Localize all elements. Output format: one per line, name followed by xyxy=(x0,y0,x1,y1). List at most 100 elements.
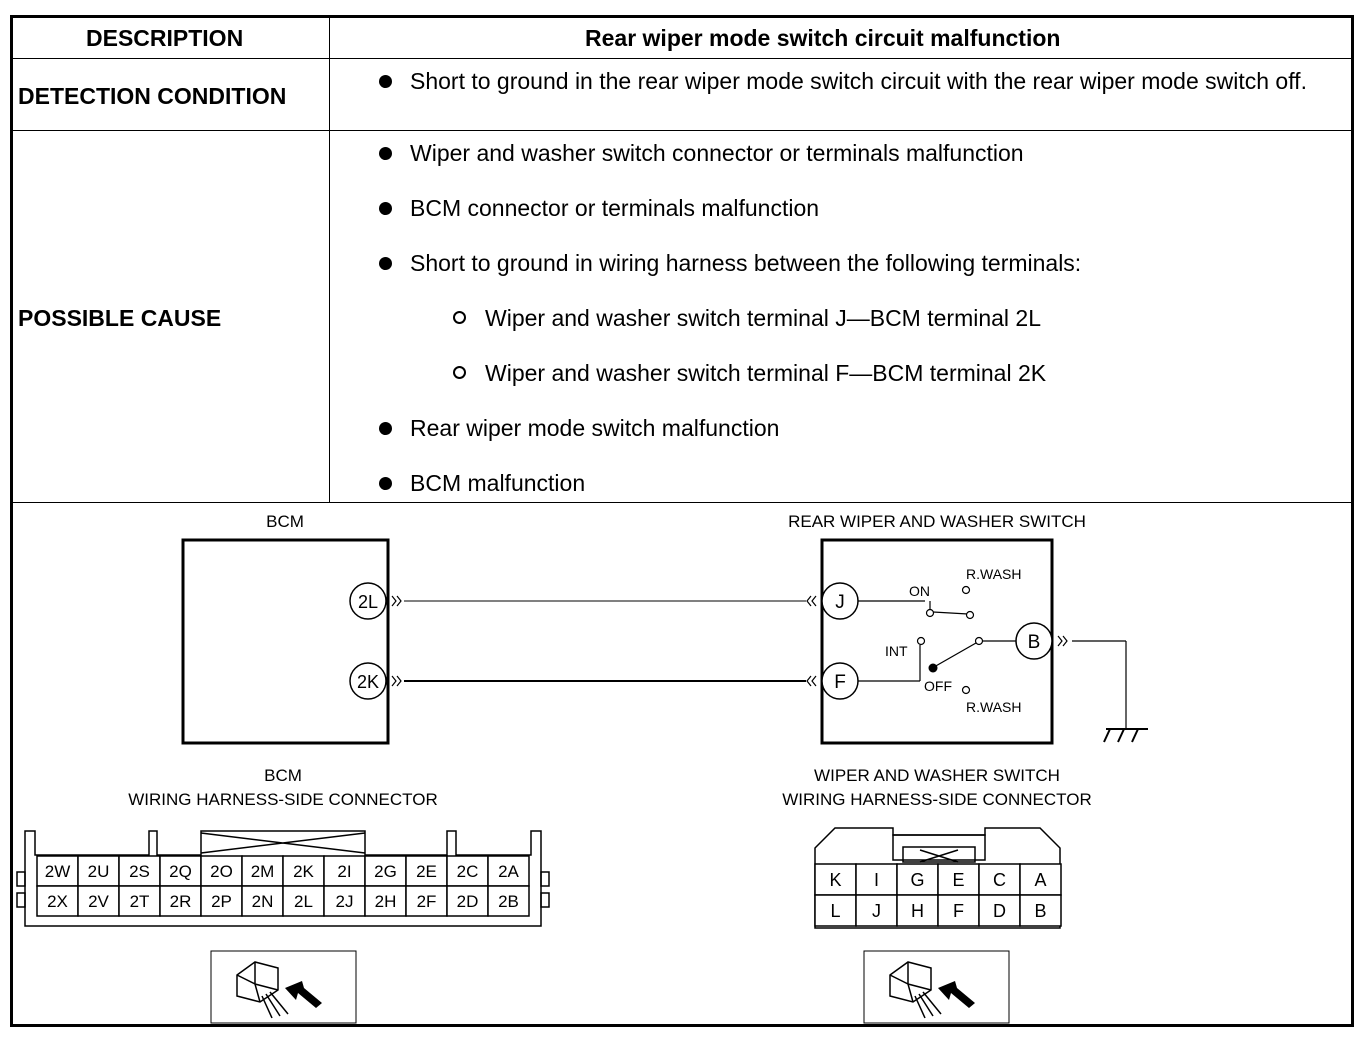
switch-connector-pin-label: A xyxy=(1034,870,1046,890)
connector-chevron-icon xyxy=(391,595,1068,687)
bcm-connector-cell xyxy=(159,885,202,917)
switch-pos-on: ON xyxy=(909,583,930,599)
row-divider xyxy=(12,502,1352,503)
column-divider xyxy=(329,17,330,502)
bcm-connector-pin-label: 2E xyxy=(416,862,437,881)
cause-item: Wiper and washer switch connector or ter… xyxy=(410,140,1024,166)
switch-connector-pin-label: K xyxy=(829,870,841,890)
bcm-connector-pin-label: 2D xyxy=(457,892,479,911)
bcm-terminal-2k xyxy=(349,662,387,700)
description-header: DESCRIPTION xyxy=(86,25,244,51)
bcm-connector-pin-label: 2M xyxy=(251,862,275,881)
bcm-connector-pin-label: 2I xyxy=(337,862,351,881)
switch-connector-cell xyxy=(814,894,857,927)
bcm-connector-pin-label: 2K xyxy=(293,862,314,881)
ground-icon xyxy=(1072,640,1148,743)
switch-connector-title-2: WIRING HARNESS-SIDE CONNECTOR xyxy=(782,790,1092,809)
cause-subitem: Wiper and washer switch terminal F—BCM t… xyxy=(485,360,1047,386)
switch-connector-pin-label: L xyxy=(830,901,840,921)
switch-terminal-f-label: F xyxy=(834,672,846,693)
switch-connector xyxy=(814,827,1061,929)
switch-pos-rwash-top: R.WASH xyxy=(966,566,1021,582)
bcm-connector-cell xyxy=(323,885,366,917)
bullet-icon xyxy=(379,477,392,490)
switch-connector-pin-label: I xyxy=(874,870,879,890)
switch-connector-cell xyxy=(937,894,980,927)
bcm-connector-pin-label: 2L xyxy=(294,892,313,911)
bcm-connector-grid: 2W 2U 2S 2Q 2O 2M 2K 2I 2G 2E 2C 2A 2X 2V 2T 2R 2P 2N 2L 2J… xyxy=(36,855,530,917)
connector-probe-icon xyxy=(863,950,1010,1024)
switch-connector-cell xyxy=(855,894,898,927)
bcm-connector-pin-label: 2P xyxy=(211,892,232,911)
bcm-connector-pin-label: 2N xyxy=(252,892,274,911)
switch-connector-cell xyxy=(1019,894,1062,927)
bullet-icon xyxy=(379,147,392,160)
possible-cause-label: POSSIBLE CAUSE xyxy=(18,305,222,331)
malfunction-title: Rear wiper mode switch circuit malfuncti… xyxy=(585,25,1061,51)
bullet-icon xyxy=(379,422,392,435)
bcm-connector-cell xyxy=(200,885,243,917)
connector-probe-icon xyxy=(210,950,357,1024)
switch-connector-pin-label: G xyxy=(910,870,924,890)
bcm-connector-pin-label: 2G xyxy=(374,862,397,881)
cause-item: BCM malfunction xyxy=(410,470,586,496)
bcm-connector-pin-label: 2J xyxy=(336,892,354,911)
mode-switch-schematic xyxy=(858,585,1016,695)
bcm-connector-pin-label: 2S xyxy=(129,862,150,881)
bcm-connector-cell xyxy=(364,855,407,887)
row-divider xyxy=(12,58,1352,59)
bcm-connector-pin-label: 2W xyxy=(45,862,71,881)
sub-bullet-icon xyxy=(453,311,466,324)
bcm-connector-cell xyxy=(487,855,530,887)
bcm-connector-pin-label: 2C xyxy=(457,862,479,881)
bcm-connector-pin-label: 2B xyxy=(498,892,519,911)
switch-pos-off: OFF xyxy=(924,678,952,694)
bcm-label: BCM xyxy=(266,512,304,531)
bcm-connector-pin-label: 2F xyxy=(417,892,437,911)
cause-item: Short to ground in wiring harness betwee… xyxy=(410,250,1082,276)
bullet-icon xyxy=(379,75,392,88)
switch-connector-cell xyxy=(1019,863,1062,896)
bcm-connector-cell xyxy=(282,855,325,887)
bcm-connector-cell xyxy=(405,885,448,917)
bcm-connector-cell xyxy=(364,885,407,917)
switch-off-contact xyxy=(928,663,938,673)
switch-connector-pin-label: B xyxy=(1034,901,1046,921)
switch-connector-pin-label: F xyxy=(953,901,964,921)
switch-terminal-b-label: B xyxy=(1028,632,1041,653)
bcm-connector-pin-label: 2V xyxy=(88,892,109,911)
bcm-connector-cell xyxy=(77,885,120,917)
bcm-connector-cell xyxy=(487,885,530,917)
switch-connector-cell xyxy=(978,894,1021,927)
cause-item: BCM connector or terminals malfunction xyxy=(410,195,820,221)
bullet-icon xyxy=(379,202,392,215)
page-frame xyxy=(10,15,1354,1027)
switch-connector-pin-label: D xyxy=(993,901,1006,921)
bcm-connector-cell xyxy=(118,855,161,887)
bullet-icon xyxy=(379,257,392,270)
bcm-terminal-2l xyxy=(349,582,387,620)
bcm-connector-pin-label: 2R xyxy=(170,892,192,911)
bcm-connector-cell xyxy=(118,885,161,917)
bcm-connector-cell xyxy=(446,855,489,887)
bcm-box xyxy=(181,538,390,745)
switch-label: REAR WIPER AND WASHER SWITCH xyxy=(788,512,1086,531)
switch-connector-pin-label: H xyxy=(911,901,924,921)
bcm-connector-pin-label: 2X xyxy=(47,892,68,911)
switch-terminal-j-label: J xyxy=(835,592,845,613)
bcm-connector-pin-label: 2U xyxy=(88,862,110,881)
switch-pos-int: INT xyxy=(885,643,908,659)
bcm-connector-pin-label: 2H xyxy=(375,892,397,911)
bcm-connector-pin-label: 2Q xyxy=(169,862,192,881)
bcm-connector-cell xyxy=(77,855,120,887)
bcm-connector-pin-label: 2A xyxy=(498,862,519,881)
cause-item: Rear wiper mode switch malfunction xyxy=(410,415,780,441)
cause-subitem: Wiper and washer switch terminal J—BCM t… xyxy=(485,305,1042,331)
bcm-connector xyxy=(16,830,550,927)
bcm-terminal-2k-label: 2K xyxy=(357,672,379,692)
bcm-connector-title-2: WIRING HARNESS-SIDE CONNECTOR xyxy=(128,790,438,809)
bcm-connector-pin-label: 2T xyxy=(130,892,150,911)
bcm-connector-pin-label: 2O xyxy=(210,862,233,881)
switch-connector-pin-label: J xyxy=(872,901,881,921)
